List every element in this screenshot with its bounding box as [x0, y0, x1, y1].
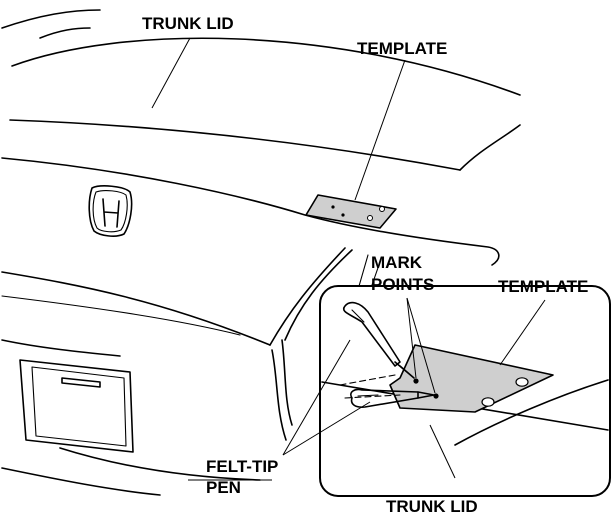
leader-mark-point-1: [406, 297, 417, 379]
bumper-lower-line: [59, 447, 261, 481]
trunk-lid-front-edge: [9, 119, 461, 171]
label-mark-points-line2: POINTS: [371, 275, 434, 294]
body-side-curve-2: [271, 349, 287, 441]
bumper-top-line: [1, 295, 241, 336]
template-shape: [305, 194, 397, 229]
lid-side-fold-inner: [284, 249, 353, 341]
honda-emblem-icon: [88, 185, 133, 237]
mark-point-dot: [331, 205, 335, 209]
license-plate-inner: [31, 366, 127, 447]
license-plate: [19, 359, 134, 453]
rear-window-edge: [1, 9, 101, 29]
mark-point-dot: [341, 213, 345, 217]
label-trunk-lid-top: TRUNK LID: [142, 14, 234, 33]
label-mark-points-line1: MARK: [371, 253, 423, 272]
leader-lines: [151, 37, 546, 481]
trunk-lid-top-edge: [11, 37, 521, 96]
label-felt-tip-line1: FELT-TIP: [206, 457, 278, 476]
rear-glass-line: [39, 27, 91, 39]
leader-mark-point-2: [406, 297, 436, 394]
template-hole: [379, 206, 385, 212]
trunk-lid-corner: [459, 124, 521, 171]
leader-template-top: [354, 59, 406, 201]
plate-light: [61, 377, 101, 388]
leader-pen-1: [282, 339, 351, 456]
label-template-top: TEMPLATE: [357, 39, 447, 58]
felt-tip-pen-icon: [343, 301, 415, 379]
inset-lid-edge-2: [454, 379, 609, 446]
felt-tip-pen-icon: [350, 388, 435, 408]
inset-template-hole: [515, 377, 529, 387]
trunk-lid-lower-edge: [1, 271, 271, 346]
inset-mark-point: [433, 393, 439, 399]
leader-pen-2: [282, 401, 371, 456]
pen-trail: [344, 394, 401, 399]
panel-gap-line-2: [371, 261, 381, 286]
leader-template-inset: [499, 299, 546, 366]
trunk-body-lines: [1, 9, 521, 496]
bumper-bottom-line: [1, 467, 161, 496]
detail-inset: [319, 285, 611, 497]
label-trunk-lid-bottom: TRUNK LID: [386, 497, 478, 516]
label-felt-tip-line2: PEN: [206, 478, 241, 497]
lid-side-fold: [269, 247, 346, 346]
template-hole: [367, 215, 373, 221]
leader-trunk-lid-top: [151, 37, 191, 109]
label-template-inset: TEMPLATE: [498, 277, 588, 296]
template-on-lid: [305, 194, 397, 229]
inset-mark-point: [413, 378, 419, 384]
inset-template-hole: [481, 397, 495, 407]
trunk-lid-rear-edge: [1, 157, 500, 266]
license-plate-frame: [19, 359, 134, 453]
leader-trunk-lid-bottom: [429, 424, 456, 479]
plate-recess-top: [1, 339, 121, 357]
body-side-curve: [281, 339, 293, 426]
